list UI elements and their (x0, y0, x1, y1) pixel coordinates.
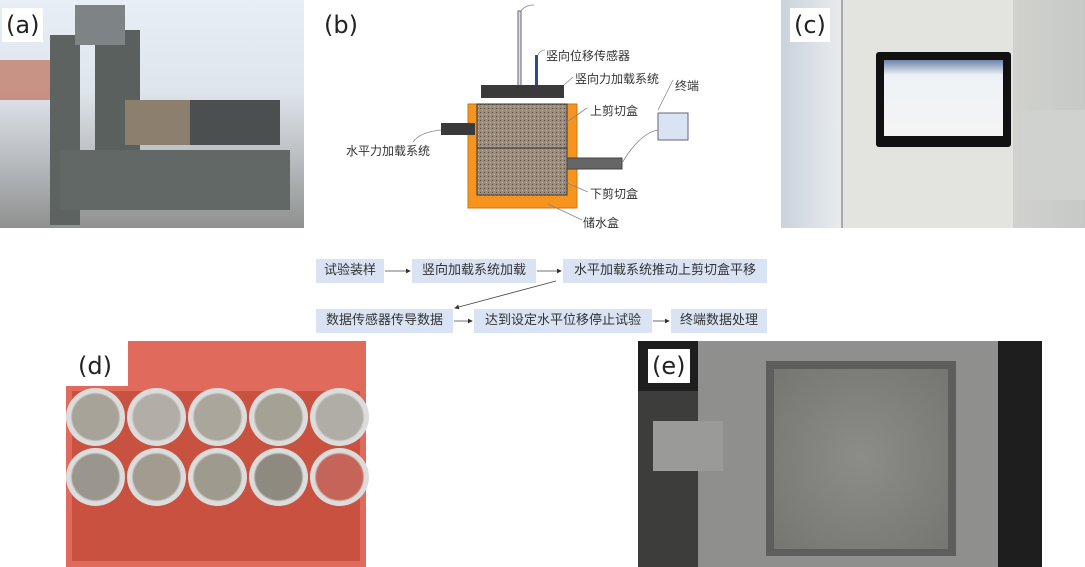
terminal-box (657, 112, 689, 141)
panel-label-a: (a) (2, 8, 44, 42)
arrow-3-4 (454, 280, 557, 310)
output-bar (566, 157, 623, 170)
vertical-sensor (535, 55, 538, 85)
vertical-rod (517, 10, 522, 87)
flow-step-2: 竖向加载系统加载 (412, 259, 536, 283)
flow-arrows (385, 268, 670, 324)
panel-label-e: (e) (648, 349, 690, 383)
photo-shear-box (638, 341, 1042, 567)
horizontal-load-bar (441, 123, 475, 135)
label-vertical-sensor: 竖向位移传感器 (546, 48, 630, 63)
flow-step-1: 试验装样 (316, 259, 384, 283)
photo-terminal (781, 0, 1085, 228)
upper-shear-box (476, 103, 568, 149)
label-horizontal-load: 水平力加载系统 (346, 144, 430, 158)
panel-label-c: (c) (790, 8, 830, 42)
label-water-box: 储水盒 (583, 215, 619, 230)
vertical-load-plate (481, 85, 564, 98)
flow-step-4: 数据传感器传导数据 (316, 309, 453, 333)
sample-dishes (66, 388, 369, 513)
label-lower-box: 下剪切盒 (590, 186, 638, 201)
label-vertical-load: 竖向力加载系统 (575, 71, 659, 86)
label-upper-box: 上剪切盒 (590, 103, 638, 118)
shear-box-diagram: 竖向位移传感器 竖向力加载系统 终端 上剪切盒 水平力加载系统 下剪切盒 储水盒 (346, 4, 699, 230)
lower-shear-box (476, 147, 568, 196)
flow-step-5: 达到设定水平位移停止试验 (474, 309, 652, 333)
panel-label-d: (d) (74, 349, 116, 383)
panel-label-b: (b) (324, 11, 358, 39)
flow-step-6: 终端数据处理 (671, 309, 767, 333)
label-terminal: 终端 (675, 78, 699, 93)
flow-step-3: 水平加载系统推动上剪切盒平移 (563, 259, 767, 283)
photo-shear-apparatus (0, 0, 304, 228)
